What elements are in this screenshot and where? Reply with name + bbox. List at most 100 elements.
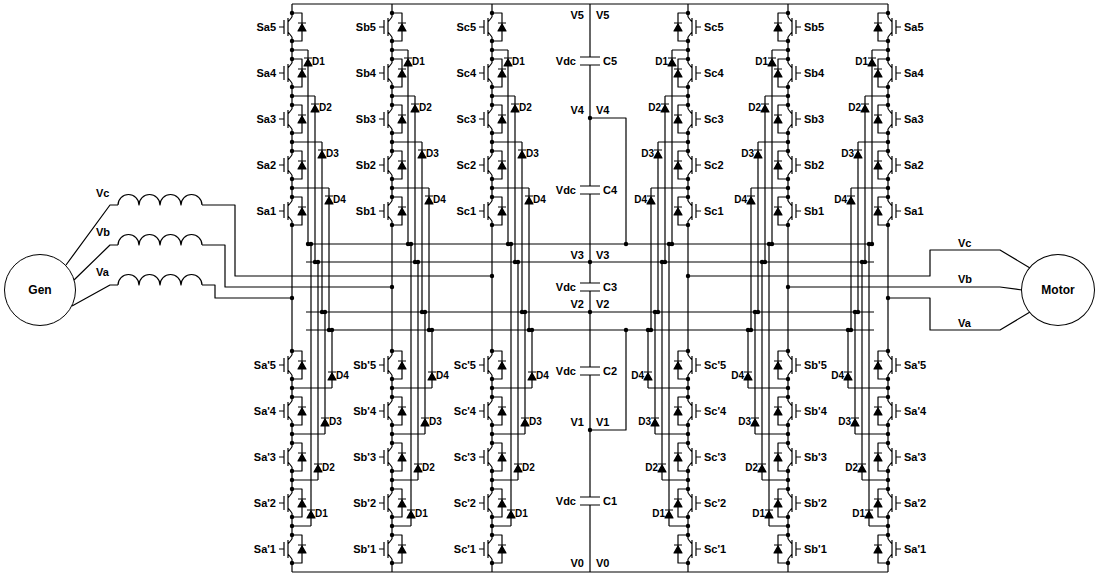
switch-label: Sa'4 bbox=[254, 405, 276, 418]
switch-label: Sa2 bbox=[256, 159, 276, 172]
switch-label: Sa5 bbox=[256, 21, 276, 34]
switch-label: Sc'5 bbox=[704, 359, 726, 372]
switch-label: Sc'1 bbox=[454, 543, 476, 556]
node-voltage-label: V4 bbox=[571, 104, 584, 117]
switch-label: Sb'1 bbox=[353, 543, 376, 556]
switch-label: Sa2 bbox=[904, 159, 924, 172]
capacitor-voltage-label: Vdc bbox=[556, 184, 576, 197]
circuit-wires bbox=[66, 4, 1030, 572]
switch-label: Sb5 bbox=[356, 21, 376, 34]
diode-label: D4 bbox=[533, 194, 546, 206]
switch-label: Sa'5 bbox=[904, 359, 926, 372]
diode-label: D3 bbox=[638, 416, 651, 428]
switch-label: Sa4 bbox=[256, 67, 276, 80]
switch-label: Sb2 bbox=[356, 159, 376, 172]
diode-label: D3 bbox=[841, 148, 854, 160]
switch-label: Sa'1 bbox=[254, 543, 276, 556]
switch-label: Sa'4 bbox=[904, 405, 926, 418]
switch-label: Sc1 bbox=[704, 205, 724, 218]
switch-label: Sa1 bbox=[904, 205, 924, 218]
phase-label: Vb bbox=[96, 226, 110, 239]
switch-label: Sa'3 bbox=[254, 451, 276, 464]
diode-label: D2 bbox=[419, 102, 432, 114]
junction-dots bbox=[290, 11, 890, 565]
diode-label: D1 bbox=[655, 56, 668, 68]
diode-label: D4 bbox=[336, 370, 349, 382]
switch-label: Sc5 bbox=[704, 21, 724, 34]
diode-label: D4 bbox=[731, 370, 744, 382]
switch-label: Sc'1 bbox=[704, 543, 726, 556]
diode-label: D1 bbox=[515, 508, 528, 520]
switch-label: Sb'3 bbox=[804, 451, 827, 464]
phase-label: Va bbox=[958, 317, 971, 330]
node-voltage-label: V3 bbox=[571, 249, 584, 262]
diode-label: D1 bbox=[855, 56, 868, 68]
diode-label: D1 bbox=[412, 56, 425, 68]
diode-label: D2 bbox=[845, 462, 858, 474]
diode-label: D1 bbox=[755, 56, 768, 68]
switch-label: Sc'4 bbox=[454, 405, 476, 418]
diode-label: D3 bbox=[426, 148, 439, 160]
switch-label: Sc'2 bbox=[454, 497, 476, 510]
capacitor-voltage-label: Vdc bbox=[556, 55, 576, 68]
switch-label: Sb2 bbox=[804, 159, 824, 172]
switch-label: Sb'2 bbox=[804, 497, 827, 510]
diode-label: D2 bbox=[422, 462, 435, 474]
diode-label: D3 bbox=[429, 416, 442, 428]
switch-label: Sa4 bbox=[904, 67, 924, 80]
switch-label: Sa'1 bbox=[904, 543, 926, 556]
diode-label: D4 bbox=[333, 194, 346, 206]
switch-label: Sc1 bbox=[456, 205, 476, 218]
diode-label: D2 bbox=[848, 102, 861, 114]
switch-label: Sa3 bbox=[904, 113, 924, 126]
diode-label: D3 bbox=[526, 148, 539, 160]
diode-label: D1 bbox=[312, 56, 325, 68]
node-voltage-label: V2 bbox=[571, 298, 584, 311]
switch-label: Sa3 bbox=[256, 113, 276, 126]
phase-label: Vc bbox=[96, 187, 109, 200]
node-voltage-label: V5 bbox=[596, 9, 609, 22]
switch-label: Sb1 bbox=[356, 205, 376, 218]
switch-label: Sa'3 bbox=[904, 451, 926, 464]
switch-label: Sc'2 bbox=[704, 497, 726, 510]
switch-label: Sb4 bbox=[356, 67, 376, 80]
diode-label: D1 bbox=[415, 508, 428, 520]
switch-label: Sa'2 bbox=[904, 497, 926, 510]
switch-label: Sc'5 bbox=[454, 359, 476, 372]
switch-label: Sc4 bbox=[456, 67, 476, 80]
switch-label: Sa1 bbox=[256, 205, 276, 218]
diode-label: D4 bbox=[834, 194, 847, 206]
switch-label: Sb1 bbox=[804, 205, 824, 218]
switch-label: Sb'4 bbox=[353, 405, 376, 418]
diode-label: D2 bbox=[645, 462, 658, 474]
switch-label: Sb'1 bbox=[804, 543, 827, 556]
node-voltage-label: V2 bbox=[596, 298, 609, 311]
switch-label: Sb'5 bbox=[804, 359, 827, 372]
diode-label: D3 bbox=[741, 148, 754, 160]
capacitor-label: C2 bbox=[603, 365, 617, 378]
diode-label: D1 bbox=[752, 508, 765, 520]
diode-label: D1 bbox=[652, 508, 665, 520]
switch-label: Sc'3 bbox=[704, 451, 726, 464]
capacitor-label: C1 bbox=[603, 495, 617, 508]
switch-label: Sc'3 bbox=[454, 451, 476, 464]
capacitor-voltage-label: Vdc bbox=[556, 281, 576, 294]
diode-label: D1 bbox=[512, 56, 525, 68]
diode-label: D1 bbox=[315, 508, 328, 520]
switch-label: Sb'5 bbox=[353, 359, 376, 372]
diode-label: D2 bbox=[748, 102, 761, 114]
switch-label: Sb3 bbox=[356, 113, 376, 126]
node-voltage-label: V0 bbox=[596, 557, 609, 570]
switch-label: Sc5 bbox=[456, 21, 476, 34]
motor-circle: Motor bbox=[1021, 254, 1095, 326]
diode-label: D4 bbox=[631, 370, 644, 382]
node-voltage-label: V0 bbox=[571, 557, 584, 570]
switch-label: Sc2 bbox=[704, 159, 724, 172]
capacitor-voltage-label: Vdc bbox=[556, 495, 576, 508]
capacitor-label: C5 bbox=[603, 55, 617, 68]
diode-label: D3 bbox=[529, 416, 542, 428]
diode-label: D3 bbox=[329, 416, 342, 428]
switch-label: Sa'5 bbox=[254, 359, 276, 372]
